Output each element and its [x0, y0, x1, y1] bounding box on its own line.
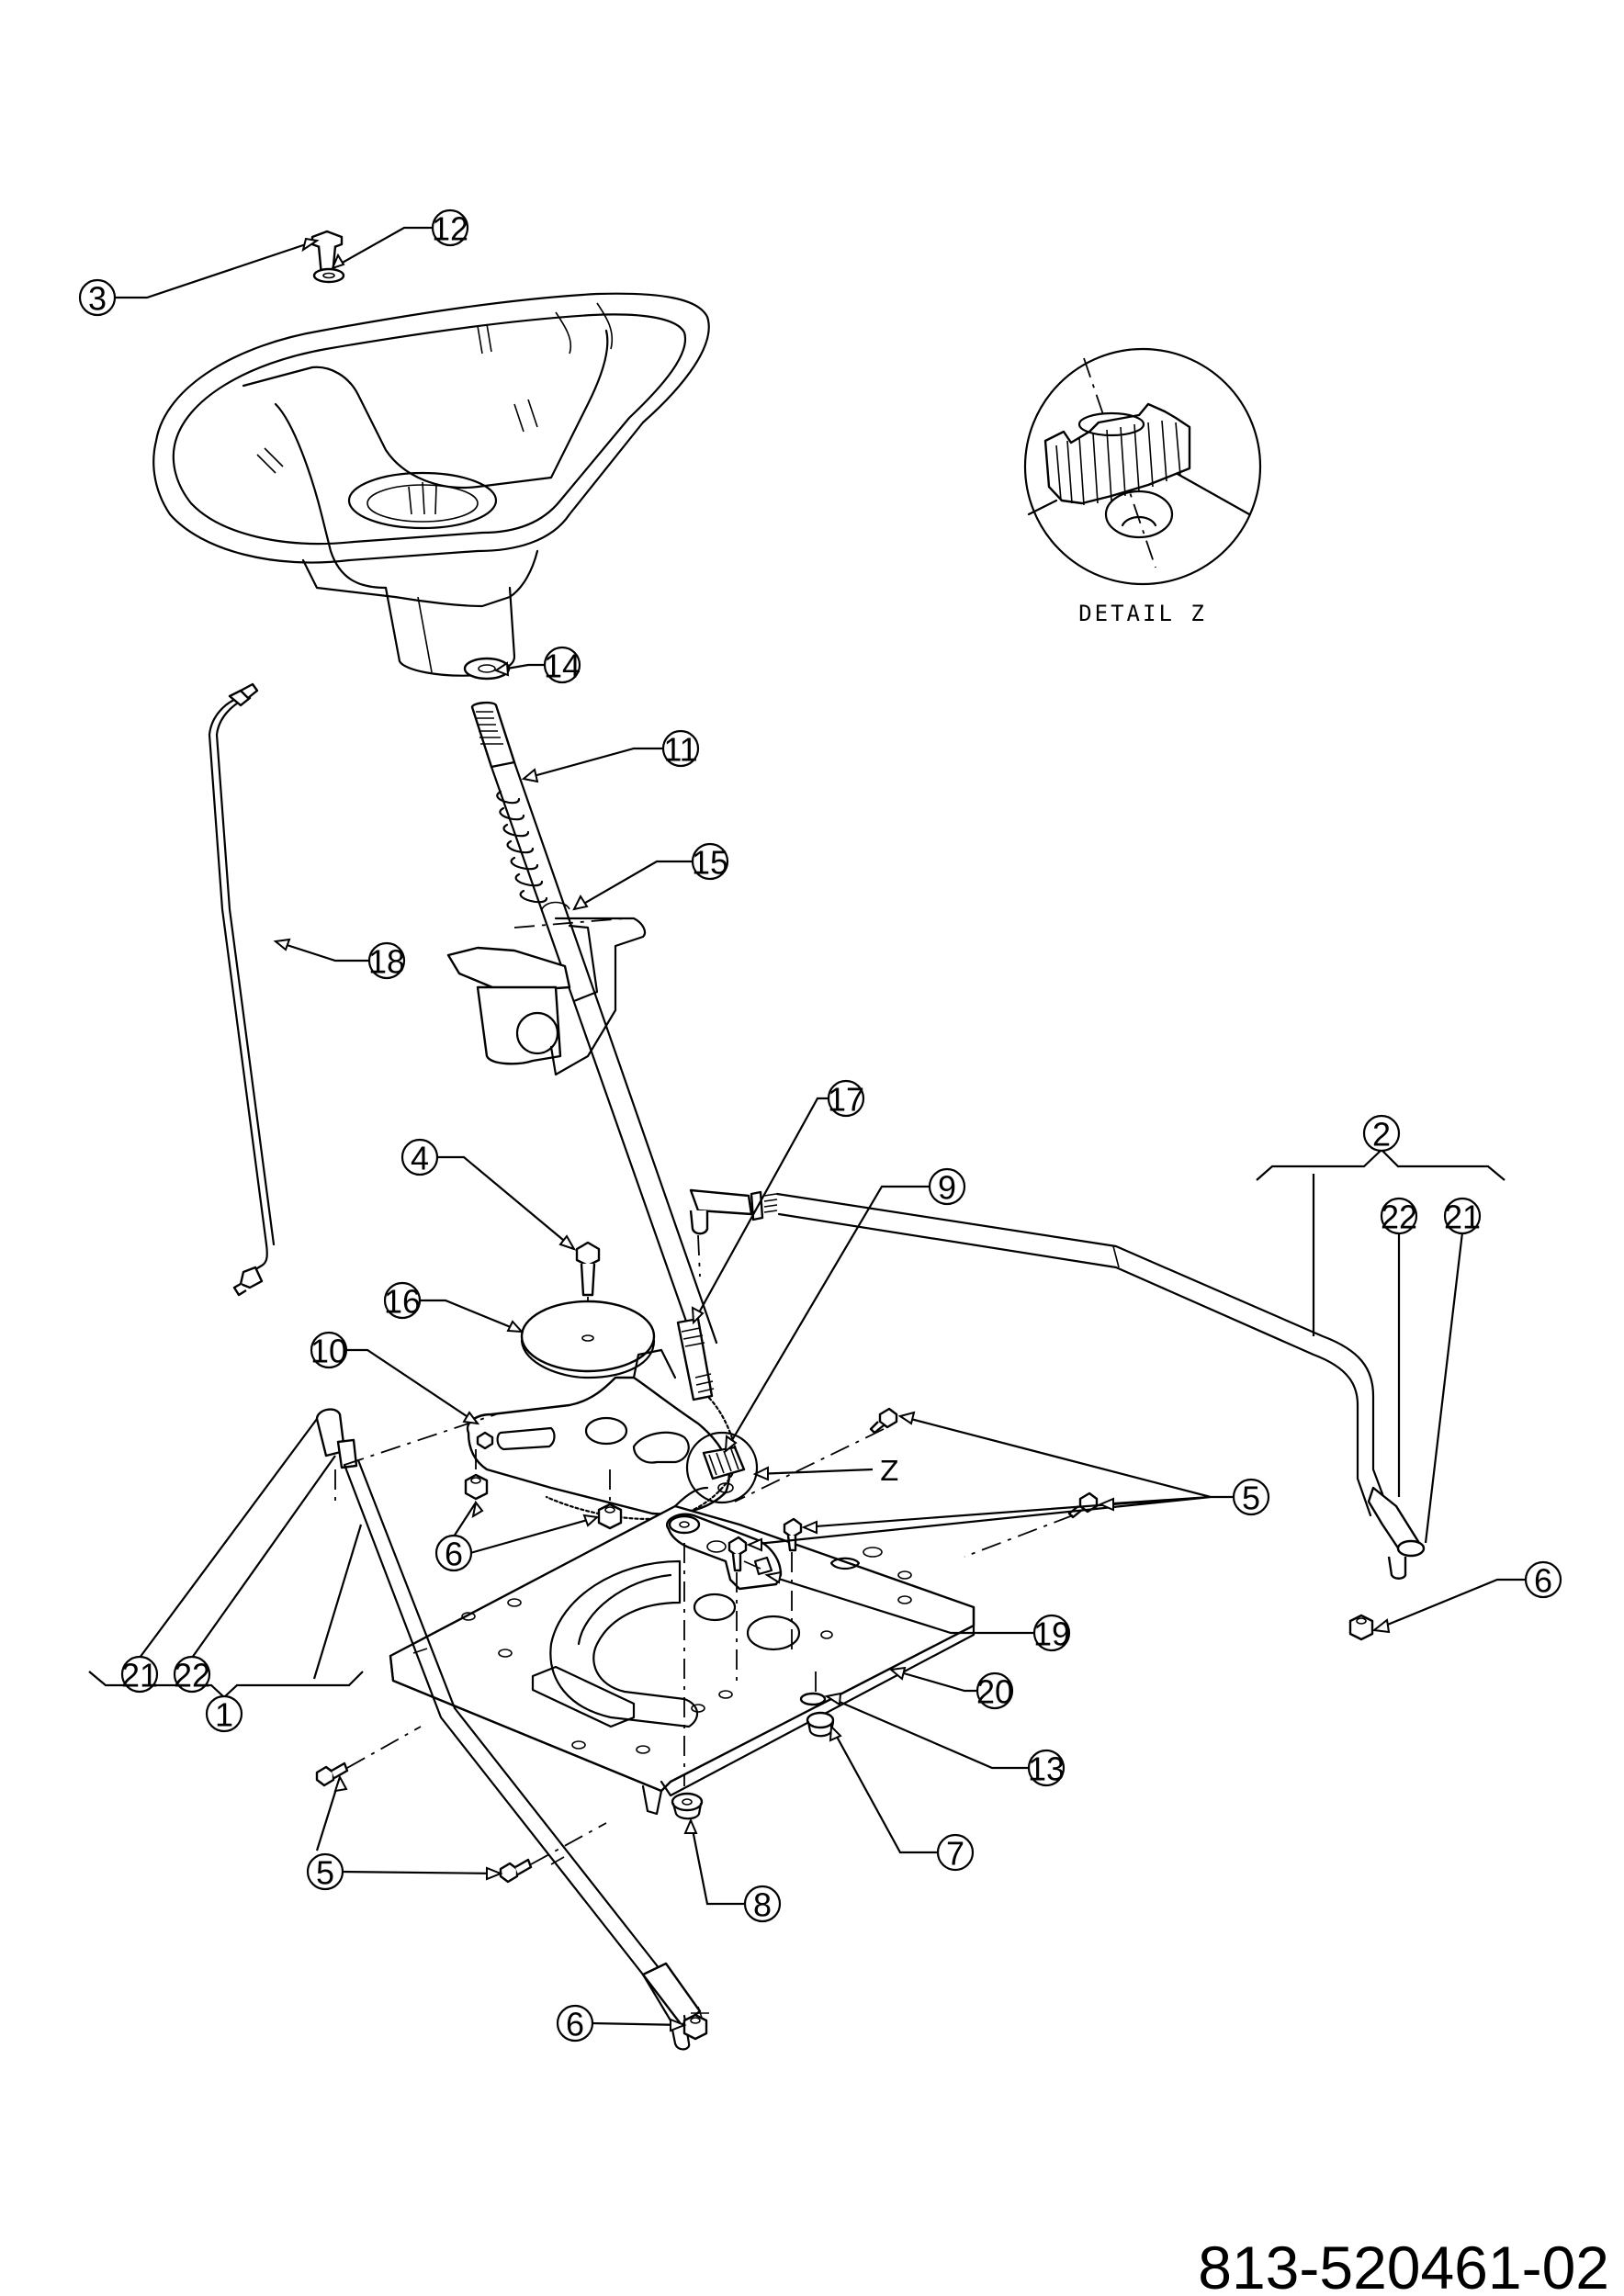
callout-14: 14	[543, 646, 581, 685]
svg-text:21: 21	[1444, 1199, 1481, 1236]
washer-13	[799, 1692, 827, 1706]
nut-6-b	[597, 1503, 623, 1530]
steering-wheel	[152, 292, 710, 677]
svg-text:20: 20	[976, 1673, 1013, 1711]
detail-z-reference: Z	[880, 1456, 899, 1488]
bolt-5-c	[727, 1536, 748, 1572]
callout-8: 8	[743, 1885, 782, 1924]
nut-6-a	[464, 1473, 489, 1501]
svg-text:5: 5	[316, 1854, 334, 1892]
svg-text:8: 8	[753, 1886, 772, 1924]
rod-18	[208, 682, 276, 1297]
callout-6-bottom: 6	[556, 2004, 594, 2043]
svg-text:5: 5	[1242, 1480, 1260, 1517]
svg-text:11: 11	[663, 731, 697, 769]
svg-text:2: 2	[1372, 1116, 1391, 1154]
callout-15: 15	[691, 842, 729, 882]
callout-5-right: 5	[1232, 1478, 1270, 1517]
svg-text:16: 16	[384, 1283, 421, 1321]
bolt-5-f	[499, 1858, 533, 1884]
spacer-8	[671, 1792, 704, 1820]
callout-18: 18	[367, 941, 406, 981]
column-bracket-15	[446, 901, 647, 1076]
detail-z-label: DETAIL Z	[1078, 601, 1207, 626]
callout-2: 2	[1362, 1114, 1401, 1154]
leader-arrowheads	[273, 237, 1391, 2032]
svg-text:14: 14	[544, 647, 581, 685]
callout-9: 9	[928, 1167, 966, 1207]
plate-16	[520, 1300, 656, 1379]
callout-4: 4	[400, 1138, 439, 1177]
steering-shaft-11	[470, 701, 718, 1401]
nut-6-c	[1348, 1614, 1374, 1641]
drag-link-2	[689, 1188, 1426, 1580]
callout-13: 13	[1027, 1749, 1066, 1788]
svg-text:6: 6	[1534, 1562, 1552, 1600]
bolt-4	[575, 1241, 601, 1297]
callout-22-left: 22	[173, 1655, 211, 1694]
svg-text:1: 1	[215, 1696, 233, 1734]
svg-text:3: 3	[88, 280, 107, 318]
leader-lines	[88, 226, 1527, 2027]
svg-text:22: 22	[1381, 1199, 1417, 1236]
svg-text:4: 4	[411, 1140, 429, 1177]
callout-6-right: 6	[1524, 1560, 1562, 1600]
svg-text:9: 9	[938, 1169, 956, 1207]
svg-text:12: 12	[432, 210, 468, 248]
callout-7: 7	[936, 1833, 975, 1873]
svg-text:19: 19	[1033, 1615, 1070, 1653]
bolt-5-e	[315, 1761, 349, 1787]
callout-10: 10	[310, 1331, 348, 1370]
callout-5-bottom-left: 5	[306, 1852, 344, 1892]
sector-gear-10	[466, 1348, 741, 1520]
callout-1: 1	[205, 1694, 243, 1734]
callout-21-right: 21	[1443, 1197, 1482, 1236]
svg-text:6: 6	[566, 2006, 584, 2043]
bolt-5-a	[869, 1407, 898, 1435]
svg-text:15: 15	[692, 844, 728, 882]
callout-21-left: 21	[120, 1655, 159, 1694]
svg-text:7: 7	[946, 1835, 964, 1873]
svg-text:21: 21	[121, 1657, 158, 1694]
nut-7	[806, 1711, 835, 1738]
diagram-part-number: 813-520461-02	[1198, 2234, 1609, 2296]
svg-text:13: 13	[1028, 1750, 1065, 1788]
pinion-gear-9	[685, 1431, 759, 1504]
callout-16: 16	[383, 1281, 422, 1321]
pitman-arm-19	[666, 1513, 783, 1591]
washer-12	[312, 267, 345, 284]
svg-text:6: 6	[445, 1536, 463, 1573]
svg-text:22: 22	[174, 1657, 210, 1694]
bolt-5-b	[783, 1517, 803, 1552]
svg-text:10: 10	[310, 1333, 347, 1370]
callout-11: 11	[661, 729, 700, 769]
callout-12: 12	[431, 208, 469, 248]
svg-text:17: 17	[828, 1081, 864, 1119]
callout-17: 17	[827, 1079, 865, 1119]
callout-20: 20	[976, 1671, 1014, 1711]
callout-6-mid: 6	[434, 1534, 473, 1573]
nut-6-d	[682, 2013, 708, 2041]
svg-text:18: 18	[368, 943, 405, 981]
callout-22-right: 22	[1380, 1197, 1418, 1236]
callout-3: 3	[78, 278, 117, 318]
callout-19: 19	[1032, 1614, 1071, 1653]
detail-z-view	[1023, 347, 1262, 586]
